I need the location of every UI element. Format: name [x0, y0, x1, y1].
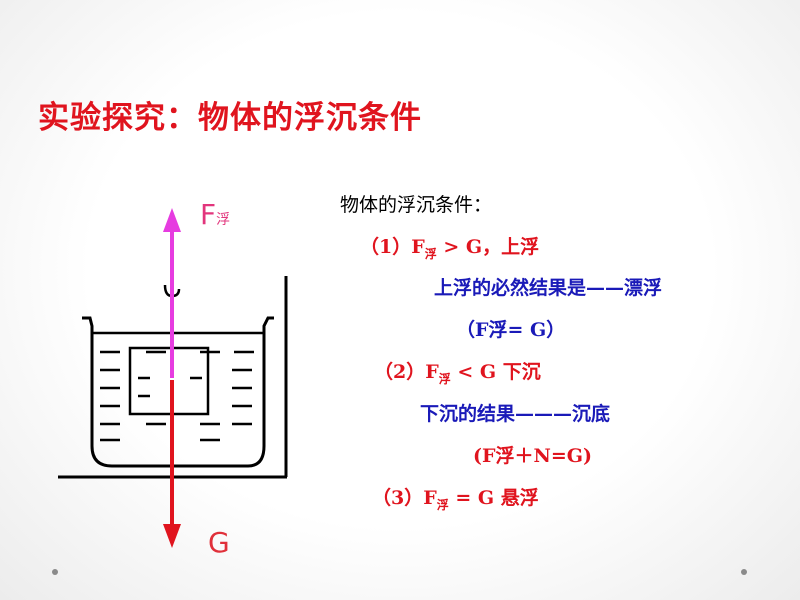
gravity-label: G: [208, 526, 230, 559]
water: [92, 331, 264, 442]
condition-1-formula: （F浮= G）: [456, 319, 566, 341]
corner-dot-right: [741, 569, 747, 575]
slide-title: 实验探究：物体的浮沉条件: [38, 100, 422, 136]
gravity-arrow: [163, 380, 181, 548]
corner-dot-left: [52, 569, 58, 575]
buoyancy-arrow: [163, 208, 181, 378]
buoyancy-label: F浮: [200, 198, 231, 231]
conditions-heading: 物体的浮沉条件：: [340, 194, 493, 216]
condition-1-note: 上浮的必然结果是——漂浮: [434, 277, 663, 299]
condition-2: （2）F浮 < G 下沉: [374, 361, 541, 386]
object-block: [128, 346, 210, 416]
condition-3: （3）F浮 = G 悬浮: [372, 487, 539, 512]
condition-2-note: 下沉的结果———沉底: [420, 403, 611, 425]
beaker: [82, 316, 274, 468]
condition-2-formula: (F浮＋N=G): [473, 445, 592, 467]
condition-1: （1）F浮 > G，上浮: [360, 236, 540, 261]
